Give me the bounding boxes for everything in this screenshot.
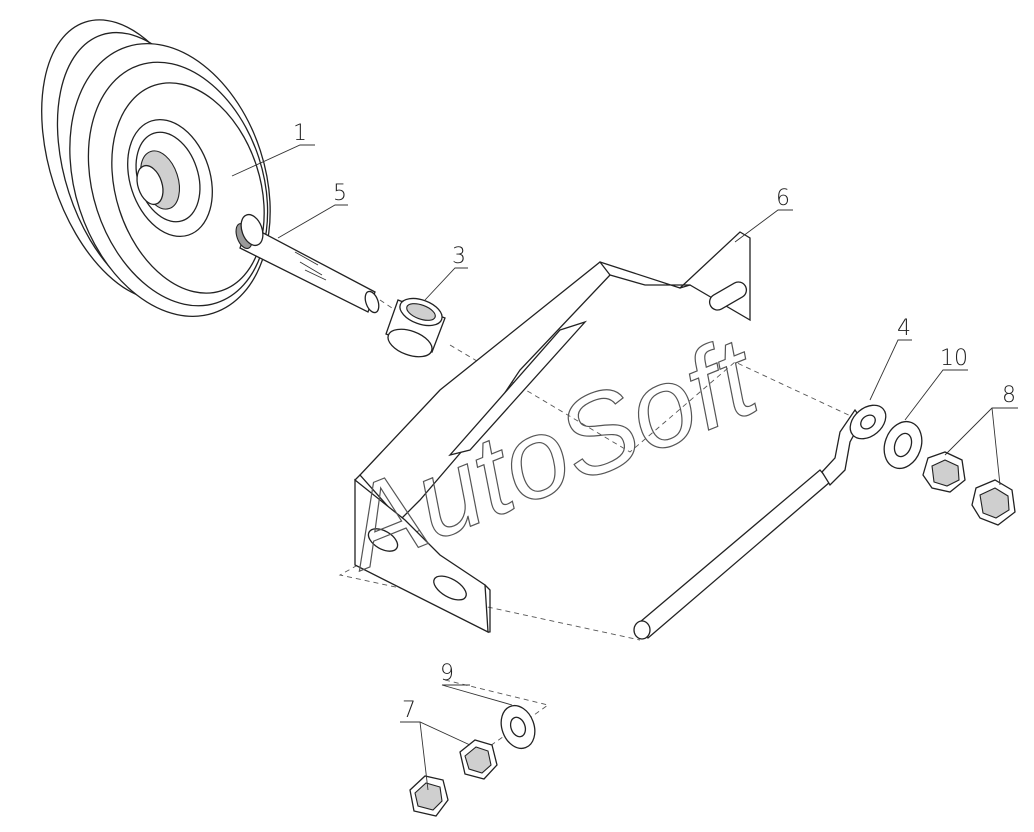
bushing-part[interactable] — [384, 293, 446, 362]
callout-7: 7 — [402, 698, 416, 723]
nut-part-7b[interactable] — [409, 775, 449, 817]
callout-8: 8 — [1002, 383, 1016, 408]
washer-part-9[interactable] — [495, 701, 540, 753]
callout-10: 10 — [940, 346, 968, 371]
washer-part[interactable] — [878, 416, 928, 473]
callout-5: 5 — [333, 181, 347, 206]
callout-numbers: 1 5 3 6 4 10 8 9 7 — [293, 121, 1016, 723]
callout-9: 9 — [440, 661, 454, 686]
leader-lines — [231, 144, 1018, 791]
adjusting-rod-part[interactable] — [633, 398, 892, 640]
nut-part-8b[interactable] — [971, 479, 1016, 526]
callout-4: 4 — [897, 316, 911, 341]
callout-3: 3 — [452, 244, 466, 269]
bracket-part[interactable] — [354, 231, 751, 634]
axle-part[interactable] — [233, 212, 381, 315]
nut-part-7a[interactable] — [459, 739, 498, 780]
callout-6: 6 — [776, 186, 790, 211]
pulley-part[interactable] — [9, 0, 304, 343]
nut-part-8a[interactable] — [922, 451, 966, 493]
callout-1: 1 — [293, 121, 307, 146]
